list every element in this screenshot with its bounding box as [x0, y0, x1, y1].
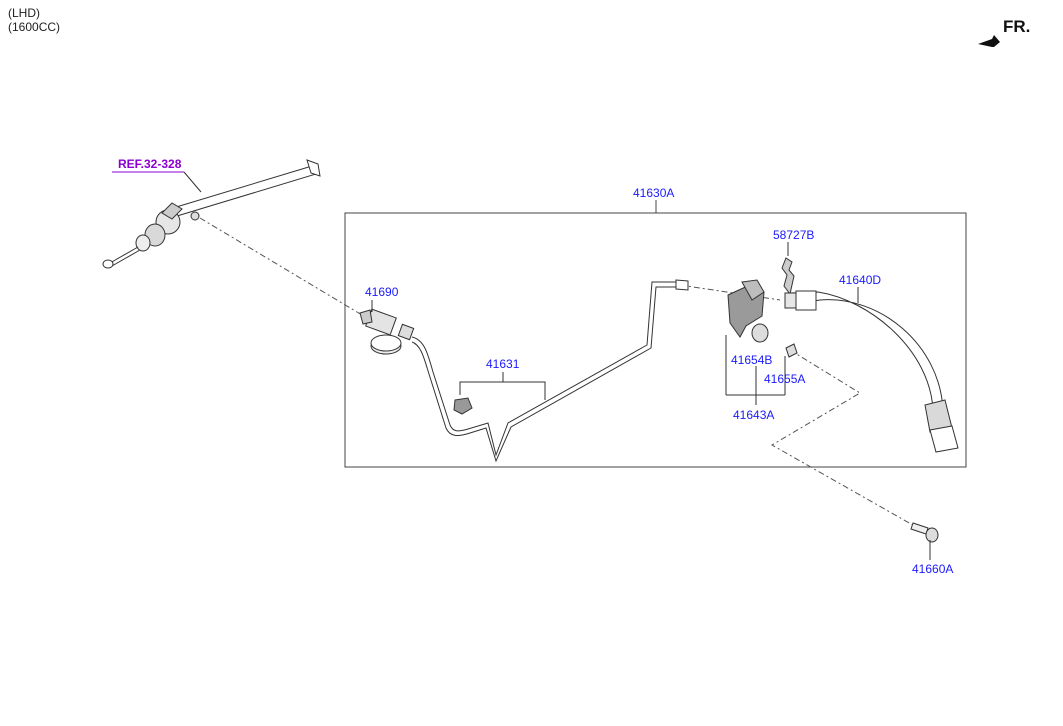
part-label-41643A[interactable]: 41643A	[733, 408, 775, 422]
ref-link-32-328[interactable]: REF.32-328	[118, 157, 182, 171]
fitting-41690-illustration	[359, 308, 415, 355]
part-label-41631[interactable]: 41631	[486, 357, 520, 371]
note-lhd: (LHD)	[8, 6, 40, 20]
part-label-41655A[interactable]: 41655A	[764, 372, 806, 386]
part-label-41654B[interactable]: 41654B	[731, 353, 773, 367]
part-label-58727B[interactable]: 58727B	[773, 228, 815, 242]
bracket-41643A-illustration	[727, 279, 798, 358]
part-label-41640D[interactable]: 41640D	[839, 273, 882, 287]
part-label-41630A[interactable]: 41630A	[633, 186, 675, 200]
part-label-41690[interactable]: 41690	[365, 285, 399, 299]
front-direction-label: FR.	[1003, 17, 1031, 36]
note-engine: (1600CC)	[8, 20, 61, 34]
front-arrow-icon	[978, 35, 1000, 47]
pipe-clip-icon	[453, 397, 473, 415]
hose-41640D-illustration	[784, 290, 959, 453]
clip-58727B-icon	[781, 257, 795, 296]
master-cylinder-illustration	[102, 159, 321, 269]
part-label-41660A[interactable]: 41660A	[912, 562, 954, 576]
clutch-pipe-41631	[411, 279, 689, 463]
assembly-box	[344, 212, 967, 468]
bolt-41660A-illustration	[910, 522, 939, 543]
